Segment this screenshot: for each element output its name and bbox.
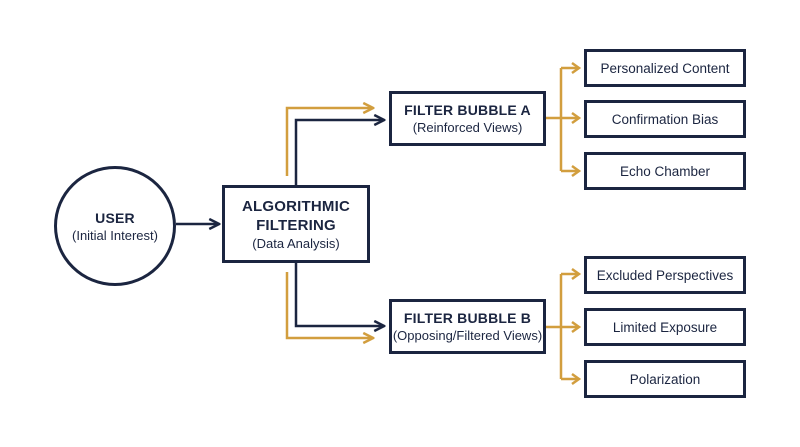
outcome-confirmation-bias: Confirmation Bias bbox=[584, 100, 746, 138]
bubble-a-subtitle: (Reinforced Views) bbox=[412, 120, 523, 135]
outcome-label: Excluded Perspectives bbox=[596, 267, 734, 283]
arrow-algo-to-bubble-a bbox=[294, 120, 383, 188]
filter-bubble-b-node: FILTER BUBBLE B (Opposing/Filtered Views… bbox=[389, 299, 546, 354]
outcome-label: Personalized Content bbox=[600, 60, 730, 76]
algo-subtitle: (Data Analysis) bbox=[252, 235, 340, 251]
gold-connector-bubble-a bbox=[546, 66, 578, 173]
gold-connector-bubble-b bbox=[546, 272, 578, 381]
outcome-polarization: Polarization bbox=[584, 360, 746, 398]
user-node: USER (Initial Interest) bbox=[54, 166, 176, 286]
bubble-a-title: FILTER BUBBLE A bbox=[404, 102, 531, 118]
outcome-label: Limited Exposure bbox=[612, 319, 718, 335]
outcome-personalized-content: Personalized Content bbox=[584, 49, 746, 87]
algorithmic-filtering-node: ALGORITHMIC FILTERING (Data Analysis) bbox=[222, 185, 370, 263]
user-subtitle: (Initial Interest) bbox=[72, 227, 158, 243]
outcome-limited-exposure: Limited Exposure bbox=[584, 308, 746, 346]
outcome-label: Polarization bbox=[629, 371, 701, 387]
user-title: USER bbox=[95, 209, 135, 226]
outcome-label: Confirmation Bias bbox=[611, 111, 719, 127]
algo-title-line1: ALGORITHMIC bbox=[241, 197, 351, 215]
bubble-b-title: FILTER BUBBLE B bbox=[403, 310, 532, 326]
outcome-excluded-perspectives: Excluded Perspectives bbox=[584, 256, 746, 294]
gold-arrow-algo-to-bubble-b bbox=[285, 272, 372, 338]
bubble-b-subtitle: (Opposing/Filtered Views) bbox=[392, 328, 543, 343]
filter-bubble-a-node: FILTER BUBBLE A (Reinforced Views) bbox=[389, 91, 546, 146]
outcome-label: Echo Chamber bbox=[619, 163, 711, 179]
algo-title-line2: FILTERING bbox=[256, 216, 336, 234]
arrow-algo-to-bubble-b bbox=[294, 262, 383, 326]
outcome-echo-chamber: Echo Chamber bbox=[584, 152, 746, 190]
gold-arrow-algo-to-bubble-a bbox=[285, 108, 372, 176]
